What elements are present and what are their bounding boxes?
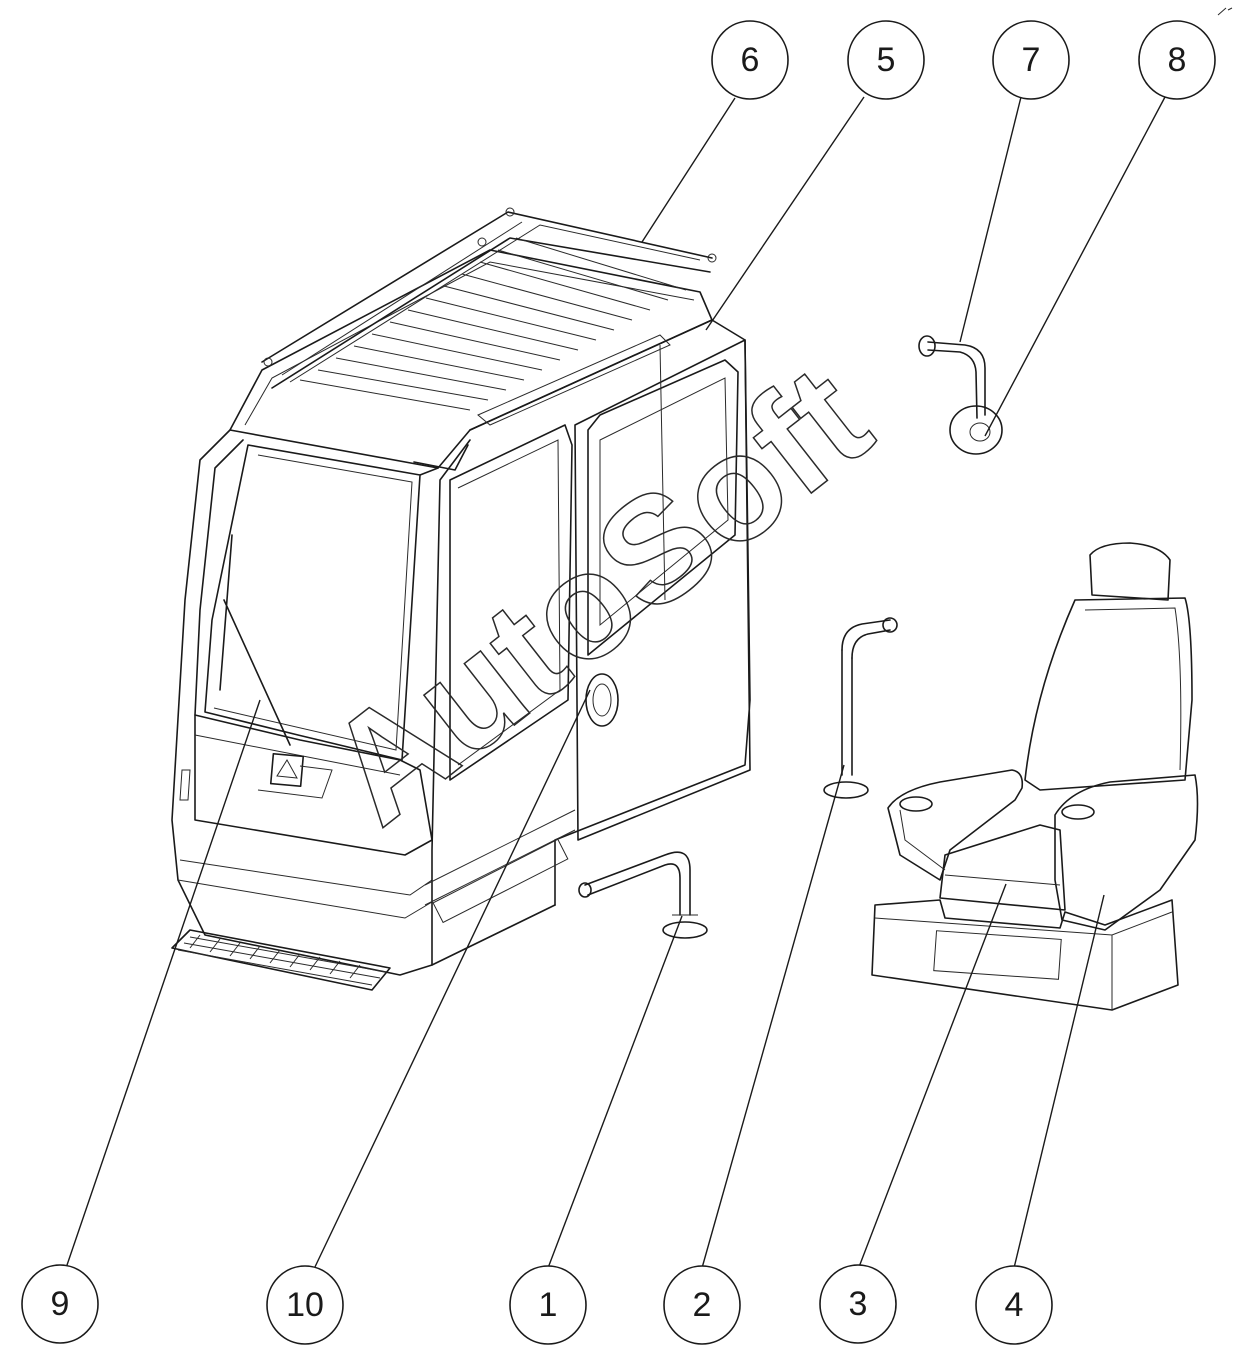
callout-9: 9 bbox=[21, 1264, 99, 1344]
callout-6: 6 bbox=[711, 20, 789, 100]
callout-label: 5 bbox=[877, 41, 896, 79]
callout-label: 10 bbox=[286, 1286, 324, 1324]
callout-label: 6 bbox=[741, 41, 760, 79]
mirror-assembly bbox=[918, 335, 1003, 455]
step-plate bbox=[171, 929, 391, 991]
callout-label: 1 bbox=[539, 1286, 558, 1324]
callout-7: 7 bbox=[992, 20, 1070, 100]
corner-mark-icon bbox=[1217, 7, 1233, 16]
watermark-text: AutoSoft bbox=[296, 333, 898, 855]
handrail-2 bbox=[823, 617, 898, 799]
callout-8: 8 bbox=[1138, 20, 1216, 100]
callout-label: 7 bbox=[1022, 41, 1041, 79]
callout-label: 3 bbox=[849, 1285, 868, 1323]
callout-label: 4 bbox=[1005, 1286, 1024, 1324]
leader-lines bbox=[65, 96, 1166, 1270]
callout-label: 9 bbox=[51, 1285, 70, 1323]
callout-3: 3 bbox=[819, 1264, 897, 1344]
callout-4: 4 bbox=[975, 1265, 1053, 1345]
roof-rack bbox=[261, 207, 717, 411]
callout-2: 2 bbox=[663, 1265, 741, 1345]
handrail-1 bbox=[578, 851, 708, 939]
operator-seat bbox=[871, 542, 1199, 1011]
callout-label: 8 bbox=[1168, 41, 1187, 79]
callout-1: 1 bbox=[509, 1265, 587, 1345]
callout-label: 2 bbox=[693, 1286, 712, 1324]
callout-5: 5 bbox=[847, 20, 925, 100]
callout-10: 10 bbox=[266, 1265, 344, 1345]
